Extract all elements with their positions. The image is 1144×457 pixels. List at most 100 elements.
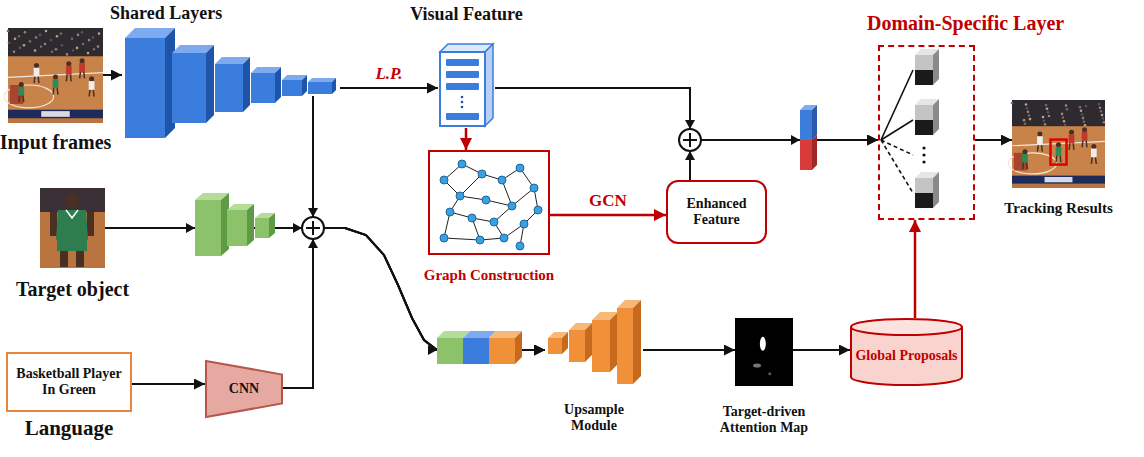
- player-head: [66, 61, 71, 66]
- block-front: [172, 53, 206, 123]
- connector-group: [103, 75, 1012, 388]
- ellipsis-dot: [461, 101, 464, 104]
- node-heading: Target object: [16, 278, 129, 301]
- attention-map-shape: [735, 318, 793, 386]
- player-leg: [1072, 143, 1074, 150]
- player-head: [1082, 127, 1087, 132]
- crowd-dot: [14, 38, 17, 41]
- node-text: CNN: [229, 381, 259, 397]
- block-front: [548, 338, 562, 354]
- arrow-head: [308, 239, 318, 248]
- crowd-dot: [61, 44, 64, 47]
- node-heading: Tracking Results: [1004, 200, 1112, 217]
- crowd-dot: [1026, 107, 1029, 110]
- block-front: [227, 210, 247, 246]
- visual-feature-block: Visual Feature: [438, 42, 495, 128]
- block-side: [812, 135, 817, 170]
- player-head: [34, 63, 39, 68]
- player-leg: [1026, 163, 1028, 170]
- feature-wire: [312, 96, 314, 141]
- cube-side: [933, 99, 939, 135]
- court-crowd: [8, 28, 103, 57]
- block-side: [633, 300, 641, 384]
- crowd-dot: [81, 31, 84, 34]
- cube-front: [915, 120, 933, 135]
- block-side: [585, 323, 592, 362]
- flow-arrow: [690, 140, 878, 180]
- crowd-dot: [1023, 119, 1026, 122]
- crowd-dot: [72, 49, 75, 52]
- crowd-dot: [1046, 107, 1049, 110]
- player-leg: [33, 77, 35, 84]
- block-side: [206, 45, 214, 123]
- sum-circle: [679, 129, 701, 151]
- crowd-dot: [44, 43, 47, 46]
- player-body: [1082, 132, 1088, 141]
- crowd-dot: [1048, 115, 1051, 118]
- crowd-dot: [1102, 117, 1105, 120]
- input-frames-image-shape: [8, 28, 103, 123]
- sum-cross: [312, 221, 314, 235]
- block-side: [332, 78, 336, 94]
- crowd-dot: [1042, 116, 1045, 119]
- crowd-dot: [29, 40, 32, 43]
- crowd-dot: [71, 38, 74, 41]
- node-heading: Upsample Module: [549, 402, 639, 434]
- arrow-head: [685, 120, 695, 129]
- map-peak: [760, 337, 766, 351]
- domain-specific-layer: Domain-Specific Layer: [878, 45, 975, 220]
- graph-vertex: [468, 214, 476, 222]
- player-leg: [70, 75, 72, 82]
- block-front: [195, 200, 221, 256]
- crowd-dot: [1082, 117, 1085, 120]
- block-side: [812, 105, 817, 140]
- box-side: [485, 44, 493, 126]
- node-heading: Shared Layers: [110, 3, 222, 24]
- crowd-dot: [1084, 124, 1087, 127]
- node-heading: Language: [25, 416, 114, 440]
- block-front: [489, 338, 515, 364]
- image-crowd: [40, 188, 105, 212]
- player-leg: [1068, 143, 1070, 150]
- crowd-dot: [51, 51, 54, 54]
- block-front: [800, 110, 812, 140]
- graph-vertex: [482, 196, 490, 204]
- block-side: [275, 67, 281, 103]
- ellipsis-dot: [922, 160, 925, 163]
- crowd-dot: [50, 39, 53, 42]
- graph-vertex: [476, 236, 484, 244]
- player-head: [19, 82, 24, 87]
- player-body: [1022, 154, 1028, 163]
- player-body: [1056, 147, 1062, 156]
- player-leg: [60, 251, 68, 267]
- player-leg: [1037, 145, 1039, 152]
- graph-vertex: [440, 234, 448, 242]
- graph-vertex: [516, 164, 524, 172]
- crowd-dot: [1027, 111, 1030, 114]
- cube-front: [915, 105, 933, 120]
- cylinder-top: [851, 319, 962, 335]
- crowd-dot: [39, 34, 42, 37]
- player-head: [80, 58, 85, 63]
- target-branch-network: [195, 193, 275, 256]
- player-leg: [88, 90, 90, 97]
- player-shorts: [57, 238, 87, 251]
- player-leg: [1022, 163, 1024, 170]
- box-top: [440, 44, 493, 52]
- block-front: [255, 218, 269, 238]
- court-arc: [4, 85, 53, 108]
- crowd-dot: [23, 44, 26, 47]
- player-head: [1022, 149, 1027, 154]
- crowd-dot: [45, 30, 48, 33]
- visual-feature-block-shape: [438, 42, 495, 128]
- target-object-image-shape: [40, 188, 105, 268]
- flow-arrow: [643, 349, 735, 351]
- crowd-dot: [87, 52, 90, 55]
- crowd-dot: [8, 41, 11, 44]
- block-front: [617, 308, 633, 384]
- block-front: [215, 64, 243, 112]
- player-leg: [56, 88, 58, 95]
- court-paint: [1014, 153, 1027, 171]
- block-front: [463, 338, 489, 364]
- score-box: [1045, 177, 1073, 182]
